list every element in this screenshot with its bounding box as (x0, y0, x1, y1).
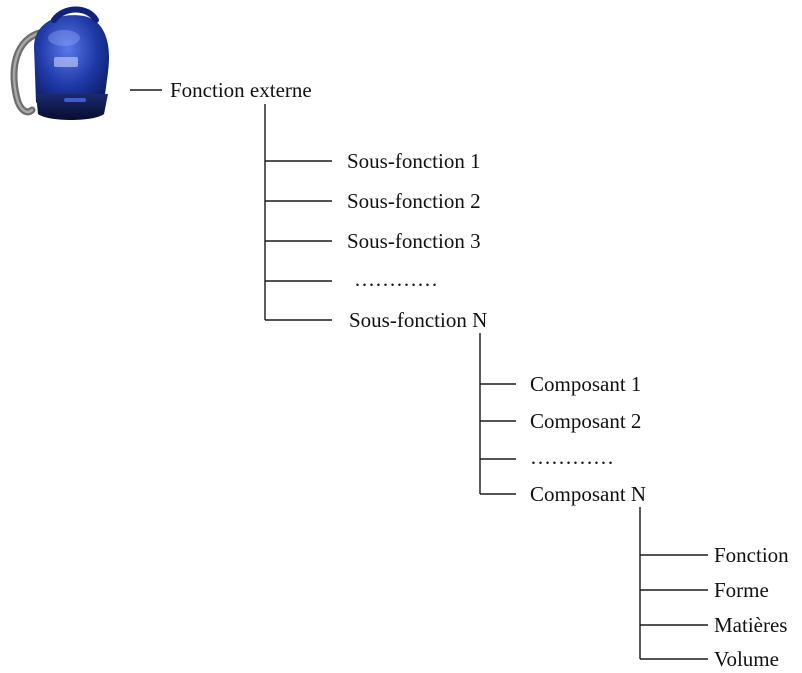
sub-function-label: ………… (354, 267, 438, 291)
sub-function-label: Sous-fonction 2 (347, 189, 481, 213)
component-label: Composant 2 (530, 409, 642, 433)
sub-function-label: Sous-fonction 3 (347, 229, 481, 253)
component-label: Composant 1 (530, 372, 642, 396)
root-label: Fonction externe (170, 78, 312, 102)
attribute-label: Matières (714, 613, 788, 637)
component-label: ………… (530, 445, 614, 469)
attribute-label: Forme (714, 578, 769, 602)
vacuum-cleaner-icon (10, 6, 109, 120)
attribute-label: Fonction (714, 543, 789, 567)
sub-function-label: Sous-fonction N (349, 308, 488, 332)
sub-function-label: Sous-fonction 1 (347, 149, 481, 173)
attribute-label: Volume (714, 647, 779, 671)
component-label: Composant N (530, 482, 647, 506)
